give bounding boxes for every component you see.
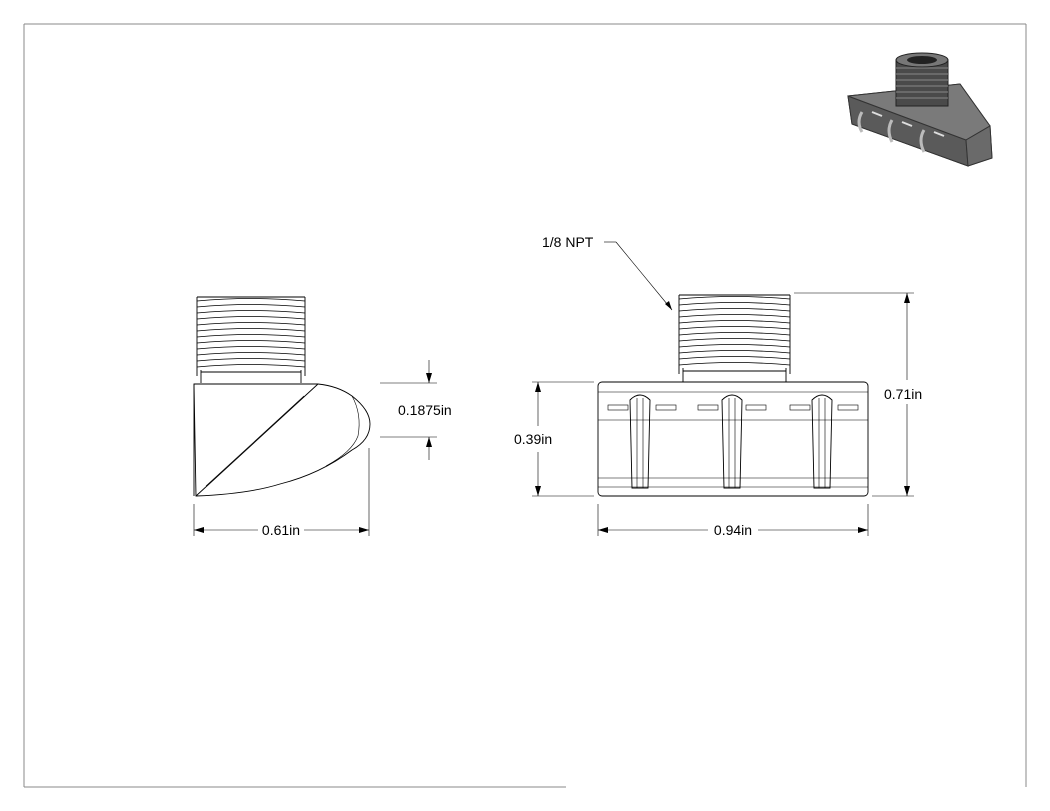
dim-side-width-label: 0.61in — [262, 522, 300, 538]
side-body — [193, 383, 371, 497]
thread-callout: 1/8 NPT — [542, 234, 673, 311]
dim-front-width: 0.94in — [597, 504, 869, 538]
fitting-isometric-icon — [847, 52, 993, 167]
front-thread — [678, 294, 791, 382]
dim-side-width: 0.61in — [193, 448, 370, 538]
dim-bevel: 0.1875in — [380, 360, 452, 460]
rib-3 — [811, 394, 833, 489]
dim-body-height: 0.39in — [514, 381, 594, 497]
dim-total-height-label: 0.71in — [884, 386, 922, 402]
dim-total-height: 0.71in — [794, 292, 922, 497]
dim-bevel-label: 0.1875in — [398, 402, 452, 418]
front-body — [597, 381, 869, 497]
dim-body-height-label: 0.39in — [514, 431, 552, 447]
rib-2 — [721, 394, 743, 489]
thread-callout-label: 1/8 NPT — [542, 234, 594, 250]
side-thread — [196, 296, 306, 383]
rib-1 — [629, 394, 651, 489]
side-view: 0.61in 0.1875in — [193, 296, 452, 538]
front-view: 1/8 NPT 0.39in 0.71in — [514, 234, 922, 538]
dim-front-width-label: 0.94in — [714, 522, 752, 538]
sheet-border — [23, 23, 1027, 788]
